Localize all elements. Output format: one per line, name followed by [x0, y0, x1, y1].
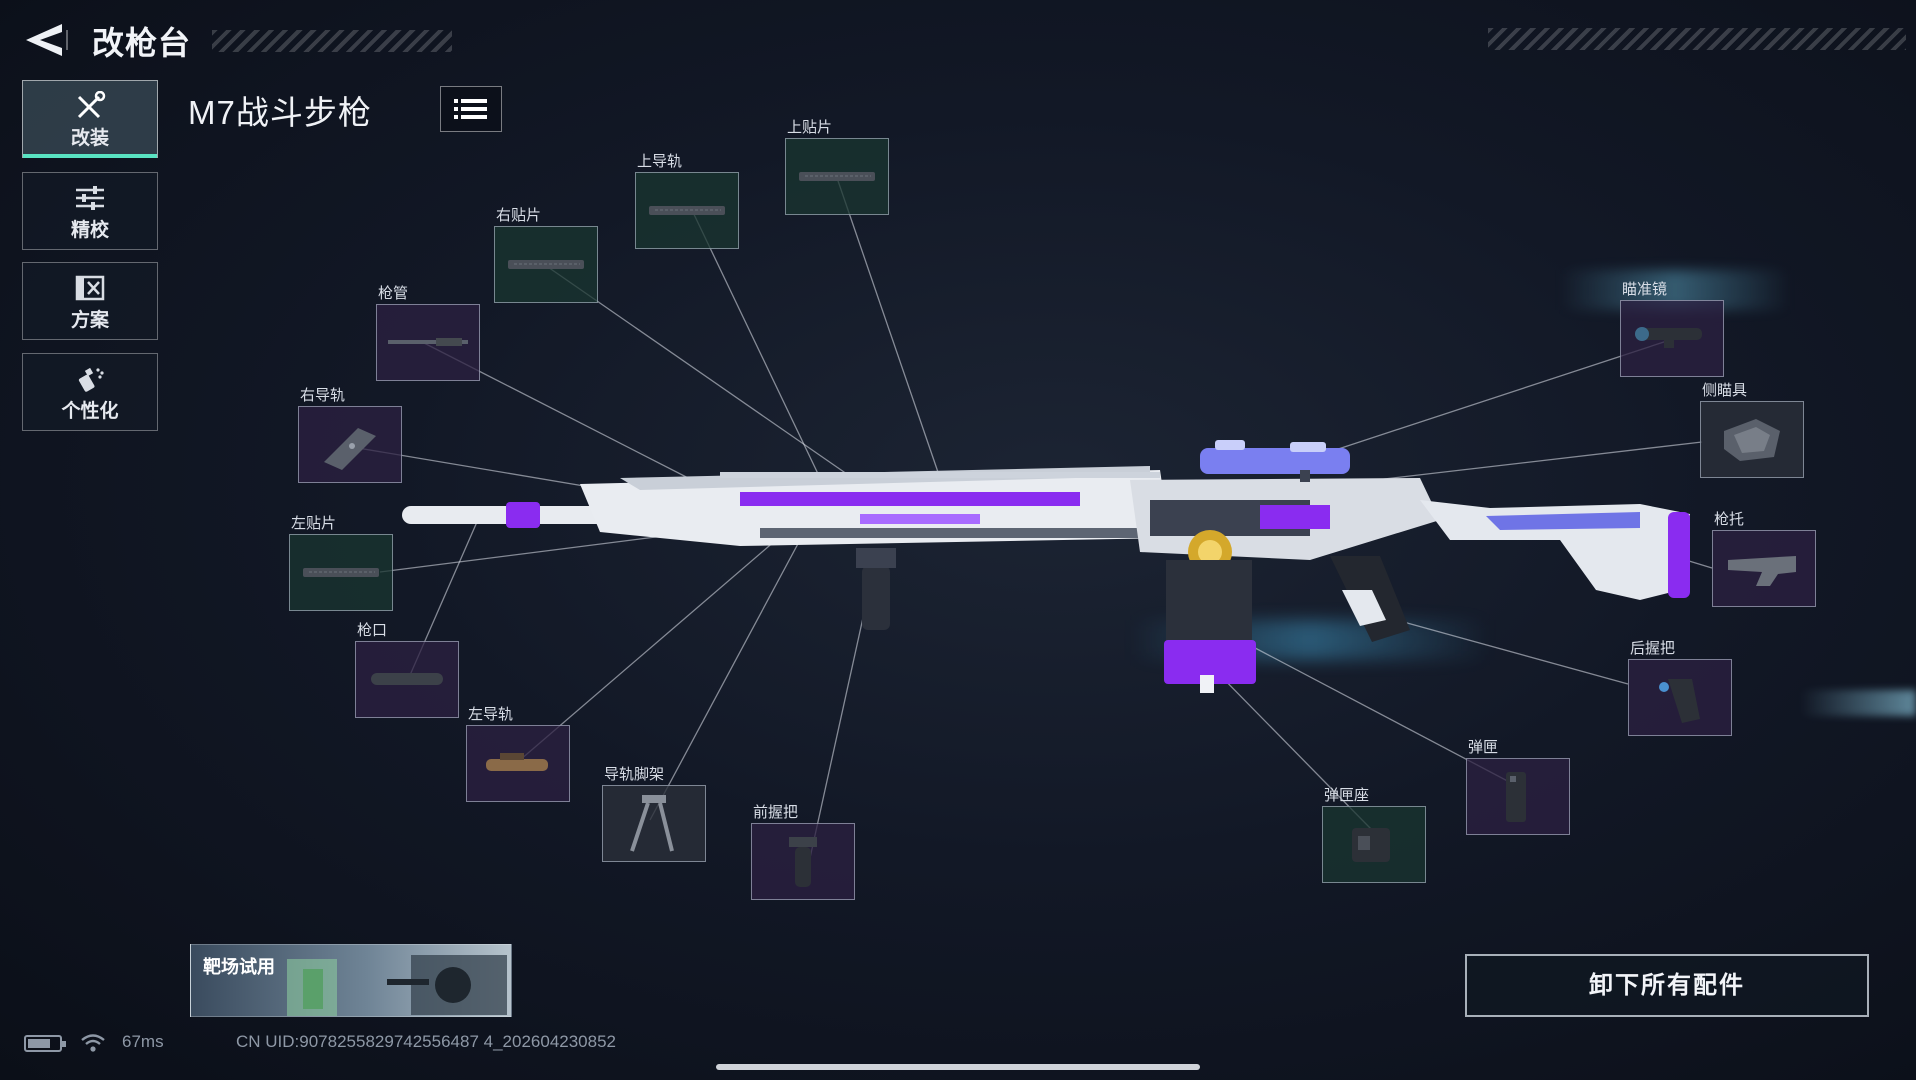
tab-modify-label: 改装: [70, 128, 109, 149]
tab-personalize-label: 个性化: [61, 401, 119, 422]
magazine-icon: [1506, 772, 1526, 822]
slot-stock-label: 枪托: [1714, 511, 1745, 528]
slot-bipod[interactable]: 导轨脚架: [602, 766, 706, 862]
slot-mag-well[interactable]: 弹匣座: [1322, 787, 1426, 883]
spray-icon: [78, 367, 104, 392]
rail-cover-icon: [508, 260, 584, 269]
tab-loadout[interactable]: 方案: [22, 262, 158, 340]
slot-mag-well-label: 弹匣座: [1324, 787, 1370, 804]
scope-icon: [1635, 327, 1702, 348]
slot-optic[interactable]: 瞄准镜: [1620, 281, 1724, 377]
tab-loadout-label: 方案: [70, 310, 109, 331]
list-icon: [454, 99, 487, 119]
suppressor-icon: [371, 673, 443, 685]
slot-top-rail[interactable]: 上导轨: [635, 153, 739, 249]
tab-tuning-label: 精校: [70, 220, 109, 241]
ping-value: 67ms: [122, 1032, 164, 1051]
battery-icon: [24, 1035, 66, 1052]
slot-right-rail-label: 右导轨: [300, 387, 346, 404]
shooting-range-button[interactable]: 靶场试用: [190, 944, 512, 1017]
weapon-render: [402, 440, 1690, 693]
tab-modify[interactable]: 改装: [22, 80, 158, 158]
weapon-name: M7战斗步枪: [188, 94, 372, 131]
rail-cover-icon: [303, 568, 379, 577]
slot-muzzle-label: 枪口: [357, 622, 388, 639]
bipod-icon: [630, 795, 674, 852]
slot-right-patch[interactable]: 右贴片: [494, 207, 598, 303]
side-sight-icon: [1724, 419, 1780, 461]
tab-personalize[interactable]: 个性化: [22, 353, 158, 431]
tools-icon: [77, 91, 106, 119]
range-preview-image: [287, 955, 507, 1016]
slot-top-rail-label: 上导轨: [637, 153, 683, 170]
weapon-list-button[interactable]: [440, 86, 502, 132]
slot-top-patch[interactable]: 上贴片: [785, 119, 889, 215]
shooting-range-label: 靶场试用: [203, 957, 275, 977]
pistol-grip-icon: [1659, 679, 1700, 723]
slot-rear-grip[interactable]: 后握把: [1628, 640, 1732, 736]
slot-right-rail[interactable]: 右导轨: [298, 387, 402, 483]
page-title: 改枪台: [92, 25, 192, 61]
home-indicator[interactable]: [716, 1064, 1200, 1070]
stock-icon: [1728, 556, 1796, 586]
slot-bipod-label: 导轨脚架: [604, 766, 665, 783]
foregrip-icon: [789, 837, 817, 887]
sliders-icon: [76, 186, 104, 210]
slot-foregrip[interactable]: 前握把: [751, 804, 855, 900]
slot-side-optic[interactable]: 侧瞄具: [1700, 382, 1804, 478]
rail-cover-icon: [649, 206, 725, 215]
slot-barrel-label: 枪管: [378, 285, 409, 302]
slot-foregrip-label: 前握把: [753, 804, 799, 821]
slot-barrel[interactable]: 枪管: [376, 285, 480, 381]
header-decor-left: [212, 30, 452, 52]
slot-muzzle[interactable]: 枪口: [355, 622, 459, 718]
slot-left-rail[interactable]: 左导轨: [466, 706, 570, 802]
wifi-icon: [81, 1034, 105, 1052]
slot-rear-grip-label: 后握把: [1630, 640, 1676, 657]
slot-optic-label: 瞄准镜: [1622, 281, 1668, 298]
tab-tuning[interactable]: 精校: [22, 172, 158, 250]
laser-module-icon: [324, 428, 376, 470]
back-button[interactable]: [22, 18, 70, 62]
unequip-all-button[interactable]: 卸下所有配件: [1465, 954, 1869, 1017]
slot-side-optic-label: 侧瞄具: [1702, 382, 1748, 399]
slot-top-patch-label: 上贴片: [787, 119, 833, 136]
user-uid: CN UID:9078255829742556487 4_20260423085…: [236, 1032, 617, 1051]
slot-right-patch-label: 右贴片: [496, 207, 542, 224]
rail-cover-icon: [799, 172, 875, 181]
blueprint-icon: [75, 275, 105, 301]
flashlight-icon: [486, 753, 548, 771]
mag-well-icon: [1352, 828, 1390, 862]
header-decor-right: [1488, 28, 1906, 50]
barrel-icon: [388, 338, 468, 346]
back-arrow-icon: [26, 24, 68, 56]
slot-stock[interactable]: 枪托: [1712, 511, 1816, 607]
slot-left-patch-label: 左贴片: [291, 515, 337, 532]
slot-magazine-label: 弹匣: [1468, 739, 1499, 756]
slot-left-rail-label: 左导轨: [468, 706, 514, 723]
slot-left-patch[interactable]: 左贴片: [289, 515, 393, 611]
slot-magazine[interactable]: 弹匣: [1466, 739, 1570, 835]
